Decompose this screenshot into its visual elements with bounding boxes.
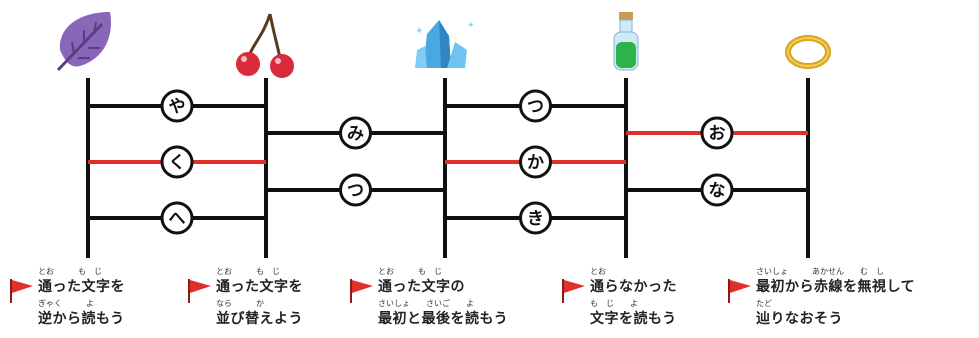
flag-icon [10,279,33,303]
rung-char: み [347,124,364,144]
svg-text:✦: ✦ [467,21,475,31]
ruby-line-2: たど [756,299,772,308]
rung-char: な [709,181,726,201]
flag-icon [728,279,751,303]
rung-char-circle [160,89,194,123]
rung-char-circle [700,173,734,207]
instruction-line-2: 辿りなおそう [756,311,843,327]
instruction-line-2: 逆から読もう [38,311,125,327]
rung-char-circle [339,116,372,150]
ruby-line-1: とお [590,267,606,276]
rung-char-circle [160,145,194,179]
ruby-line-1: とお も じ [378,267,442,276]
flag-icon [350,279,373,303]
rung-char-circle [519,201,552,235]
rung-char-circle [519,145,552,179]
rung-char-circle [700,116,734,150]
instruction-line-1: 通った文字を [38,279,125,295]
svg-text:✦: ✦ [415,26,423,37]
leaf-icon [56,12,111,72]
flag-icon [188,279,211,303]
instruction-line-1: 最初から赤線を無視して [756,279,916,295]
ring-icon [785,35,831,69]
ruby-line-2: も じ よ [590,299,638,308]
rung-char: つ [347,181,364,201]
rung-char: や [169,97,186,117]
ruby-line-1: とお も じ [38,267,102,276]
rung-char: へ [169,209,186,229]
instruction-line-2: 並び替えよう [216,311,303,327]
rung-char: き [527,209,544,229]
cherry-icon [236,13,294,78]
crystal-icon: ✦ ✦ [415,20,475,68]
rung-char-circle [519,89,552,123]
ruby-line-1: さいしょ あかせん む し [756,267,884,276]
ruby-line-2: さいしょ さいご よ [378,299,474,308]
ruby-line-2: なら か [216,299,264,308]
instruction-line-1: 通らなかった [590,279,677,295]
rung-char: お [709,124,726,144]
rung-char: つ [527,97,544,117]
rung-char-circle [160,201,194,235]
rung-char-circle [339,173,372,207]
instruction-line-2: 文字を読もう [590,311,677,327]
flag-icon [562,279,585,303]
instruction-line-1: 通った文字を [216,279,303,295]
ruby-line-2: ぎゃく よ [38,299,94,308]
instruction-line-2: 最初と最後を読もう [378,311,509,327]
ruby-line-1: とお も じ [216,267,280,276]
rung-char: く [169,153,186,173]
rung-char: か [527,153,544,173]
instruction-line-1: 通った文字の [378,279,465,295]
potion-icon [613,12,639,71]
